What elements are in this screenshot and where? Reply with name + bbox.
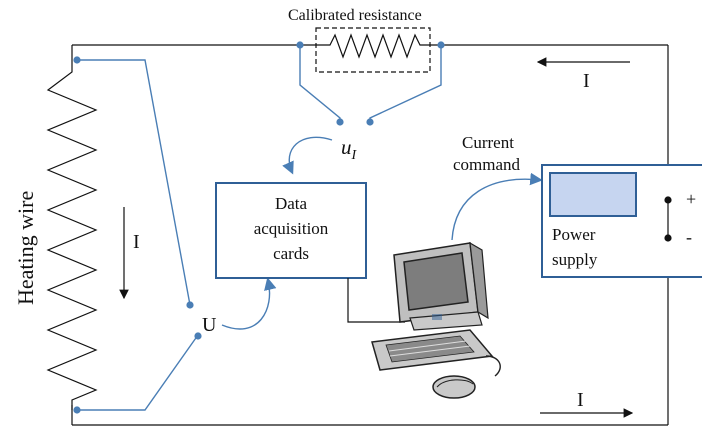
daq-label-line2: acquisition (254, 219, 329, 238)
plus-label: + (686, 189, 696, 209)
power-supply-label-line1: Power (552, 225, 596, 244)
voltage-ui-subscript: I (351, 148, 358, 163)
daq-computer-cable (347, 278, 405, 323)
data-acquisition-box: Data acquisition cards (215, 182, 367, 279)
calibrated-resistance-box (315, 27, 431, 73)
signal-arrow-u-to-daq (221, 277, 277, 330)
current-top-label: I (583, 70, 590, 92)
daq-label-line3: cards (273, 244, 309, 263)
negative-terminal (664, 234, 672, 242)
voltage-u-label: U (202, 314, 217, 336)
calibrated-resistance-label: Calibrated resistance (288, 7, 422, 24)
current-wire-label: I (133, 231, 140, 253)
positive-terminal (664, 196, 672, 204)
power-supply-label-line2: supply (552, 250, 598, 269)
current-bottom-label: I (577, 389, 584, 411)
calibrated-resistance-resistor (318, 33, 430, 59)
computer-icon (371, 241, 501, 399)
heating-wire-resistor (46, 60, 98, 410)
daq-label-line1: Data (275, 194, 308, 213)
minus-label: - (686, 227, 692, 247)
current-command-line1: Current (462, 133, 514, 152)
power-supply-display (549, 172, 637, 217)
power-supply-box: Power supply (541, 164, 702, 278)
signal-arrow-command (451, 172, 543, 241)
heating-wire-label: Heating wire (13, 191, 38, 305)
voltage-ui-label: uI (341, 135, 358, 163)
voltage-ui-main: u (341, 135, 352, 159)
current-command-line2: command (453, 155, 521, 174)
connection-dots (73, 41, 445, 414)
signal-arrow-ui-to-daq (282, 136, 333, 175)
